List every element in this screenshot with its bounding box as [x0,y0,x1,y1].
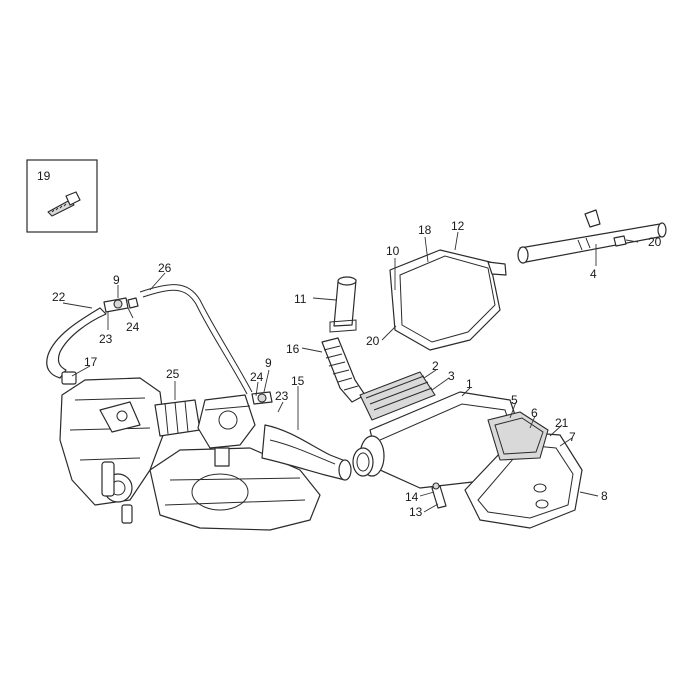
callout-2: 2 [432,359,439,373]
callout-19: 19 [37,169,51,183]
callout-labels: 19 26 9 22 23 24 17 25 9 24 15 23 16 11 … [37,169,662,519]
callout-24-mid: 24 [250,370,264,384]
bellow-tube-16 [321,337,366,403]
callout-12: 12 [451,219,465,233]
clamp-band [352,447,374,477]
callout-9-top: 9 [113,273,120,287]
callout-24-top: 24 [126,320,140,334]
airbox-upper [389,249,507,351]
fitting-9-top [103,297,139,313]
filter-element [359,371,436,421]
callout-9-mid: 9 [265,356,272,370]
callout-16: 16 [286,342,300,356]
fitting-9-mid [251,391,273,405]
callout-1: 1 [466,377,473,391]
hose-26 [139,284,253,395]
callout-15: 15 [291,374,305,388]
carburettor [197,394,256,467]
callout-7: 7 [569,430,576,444]
snorkel-4 [517,209,667,264]
callout-20-mid: 20 [366,334,380,348]
callout-18: 18 [418,223,432,237]
engine-block [59,377,166,524]
screw-inset [26,159,98,233]
callout-6: 6 [531,406,538,420]
callout-22: 22 [52,290,66,304]
intake-manifold [154,399,201,437]
clip-17 [61,371,77,385]
callout-26: 26 [158,261,172,275]
callout-10: 10 [386,244,400,258]
callout-23-mid: 23 [275,389,289,403]
callout-21: 21 [555,416,569,430]
crankcase-cover [149,447,321,531]
callout-4: 4 [590,267,597,281]
callout-3: 3 [448,369,455,383]
callout-23-top: 23 [99,332,113,346]
callout-17: 17 [84,355,98,369]
callout-20-right: 20 [648,235,662,249]
callout-14: 14 [405,490,419,504]
pipe-11 [329,276,357,333]
leader-lines [62,231,639,513]
intake-duct-15 [261,424,352,481]
callout-25: 25 [166,367,180,381]
screw-20-right [613,235,627,247]
callout-5: 5 [511,393,518,407]
gaskets-5-6-7 [487,411,549,461]
bolt-13-14 [431,482,447,509]
callout-11: 11 [294,292,307,306]
callout-13: 13 [409,505,423,519]
callout-8: 8 [601,489,608,503]
